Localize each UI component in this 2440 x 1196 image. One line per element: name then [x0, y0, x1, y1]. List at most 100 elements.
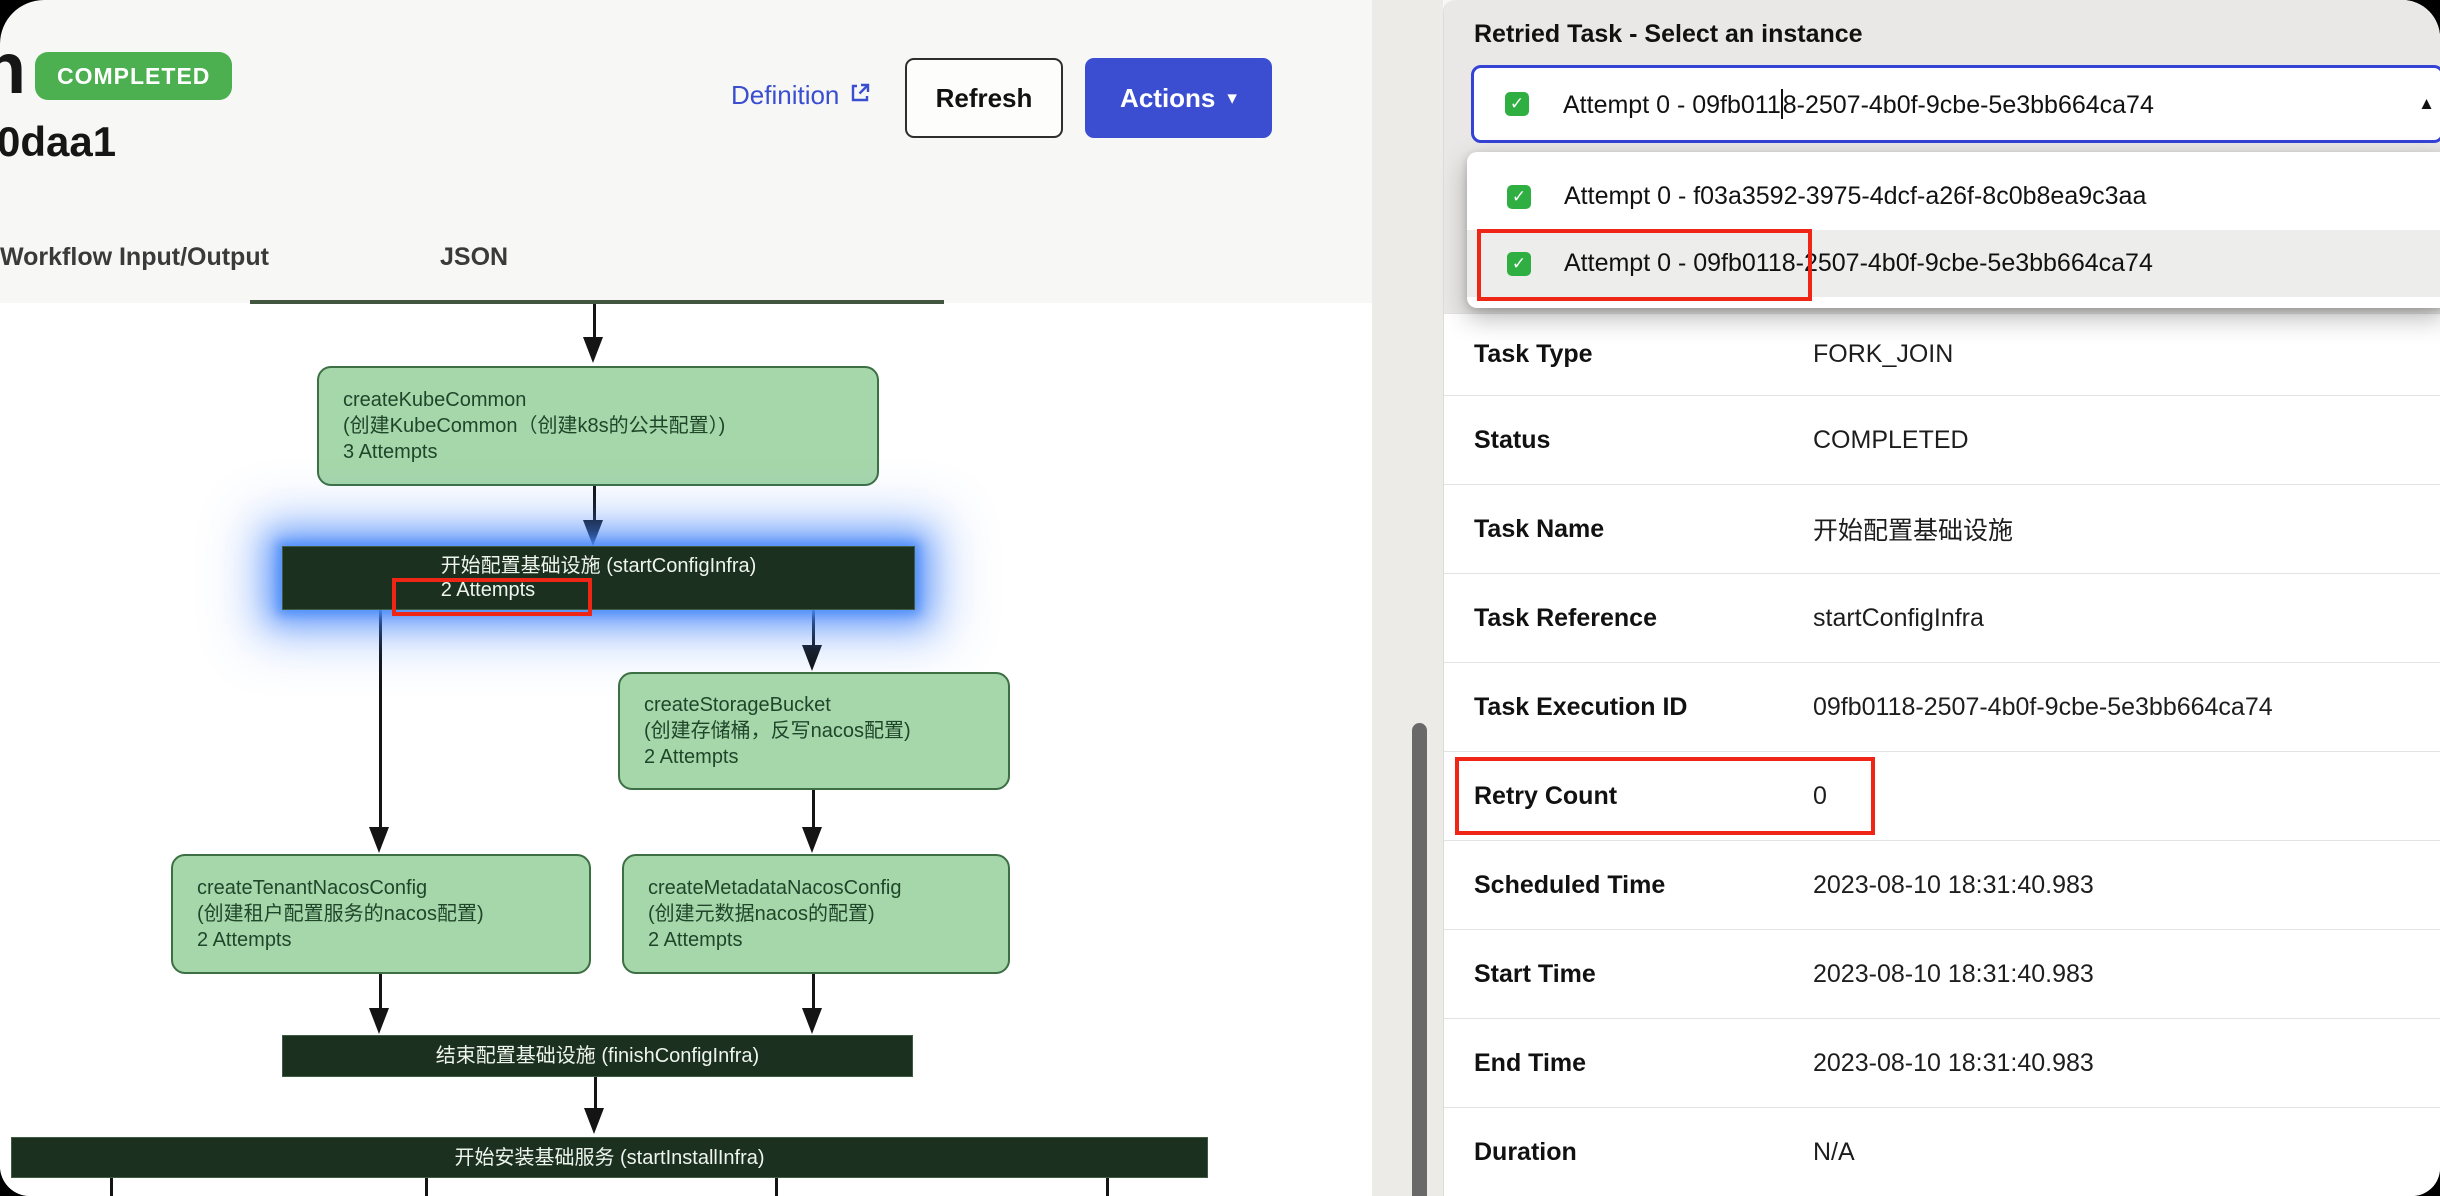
row-label: Duration — [1474, 1137, 1577, 1166]
instance-option-label: Attempt 0 - 09fb0118-2507-4b0f-9cbe-5e3b… — [1564, 249, 2153, 277]
edge-arrowhead — [369, 1008, 389, 1034]
task-detail-table: Task Type FORK_JOIN Status COMPLETED Tas… — [1444, 313, 2440, 1196]
row-value: 开始配置基础设施 — [1813, 517, 2014, 545]
instance-option-label: Attempt 0 - f03a3592-3975-4dcf-a26f-8c0b… — [1564, 182, 2147, 210]
table-row-scheduled-time: Scheduled Time 2023-08-10 18:31:40.983 — [1444, 841, 2440, 930]
row-value: N/A — [1813, 1137, 1855, 1166]
task-node-attempts: 2 Attempts — [644, 746, 739, 768]
task-node-attempts: 2 Attempts — [440, 579, 536, 601]
row-label: End Time — [1474, 1048, 1587, 1077]
task-node-createStorageBucket[interactable]: createStorageBucket (创建存储桶，反写nacos配置) 2 … — [618, 672, 1010, 790]
task-node-desc: (创建元数据nacos的配置) — [648, 903, 875, 925]
task-node-desc: (创建KubeCommon（创建k8s的公共配置）) — [343, 415, 726, 437]
annotation-retry-count-highlight — [1455, 757, 1875, 835]
annotation-attempts-highlight — [392, 578, 592, 616]
instance-option-1[interactable]: ✓ Attempt 0 - f03a3592-3975-4dcf-a26f-8c… — [1467, 163, 2440, 230]
edge-line — [425, 1177, 428, 1196]
edge-arrowhead — [369, 827, 389, 853]
task-node-title: 开始配置基础设施 (startConfigInfra) — [440, 555, 757, 577]
refresh-button[interactable]: Refresh — [905, 58, 1063, 138]
instance-select-value: Attempt 0 - 09fb0118-2507-4b0f-9cbe-5e3b… — [1563, 88, 2154, 119]
table-row-task-name: Task Name 开始配置基础设施 — [1444, 485, 2440, 574]
row-label: Task Execution ID — [1474, 692, 1688, 721]
edge-line — [593, 486, 596, 521]
task-node-attempts: 2 Attempts — [197, 929, 292, 951]
row-label: Task Name — [1474, 514, 1605, 543]
refresh-button-label: Refresh — [935, 82, 1033, 113]
checkmark-icon: ✓ — [1507, 184, 1531, 209]
edge-line — [1106, 1177, 1109, 1196]
task-node-attempts: 3 Attempts — [343, 441, 438, 463]
table-row-retry-count: Retry Count 0 — [1444, 752, 2440, 841]
task-node-createMetadataNacosConfig[interactable]: createMetadataNacosConfig (创建元数据nacos的配置… — [622, 854, 1010, 974]
table-row-start-time: Start Time 2023-08-10 18:31:40.983 — [1444, 930, 2440, 1019]
row-value: 2023-08-10 18:31:40.983 — [1813, 870, 2094, 899]
actions-button-label: Actions — [1120, 82, 1216, 113]
edge-arrowhead — [584, 1108, 604, 1134]
edge-arrowhead — [802, 1008, 822, 1034]
row-value: 2023-08-10 18:31:40.983 — [1813, 959, 2094, 988]
row-label: Task Type — [1474, 340, 1593, 368]
tab-workflow-input-output[interactable]: Workflow Input/Output — [0, 243, 269, 271]
definition-link-label: Definition — [731, 80, 840, 110]
row-value: COMPLETED — [1813, 425, 1969, 454]
tab-json[interactable]: JSON — [440, 243, 509, 271]
instance-select[interactable]: ✓ Attempt 0 - 09fb0118-2507-4b0f-9cbe-5e… — [1471, 65, 2440, 143]
instance-option-2[interactable]: ✓ Attempt 0 - 09fb0118-2507-4b0f-9cbe-5e… — [1467, 230, 2440, 297]
vertical-scrollbar[interactable] — [1412, 723, 1427, 1196]
task-node-title: 开始安装基础服务 (startInstallInfra) — [454, 1146, 765, 1169]
edge-line — [379, 610, 382, 828]
retried-task-heading: Retried Task - Select an instance — [1474, 20, 1863, 48]
row-label: Retry Count — [1474, 781, 1618, 810]
checkmark-icon: ✓ — [1505, 92, 1529, 116]
edge-arrowhead — [583, 337, 603, 363]
workflow-title-fragment: n — [0, 29, 26, 109]
chevron-up-icon: ▲ — [2418, 94, 2435, 113]
actions-button[interactable]: Actions ▾ — [1085, 58, 1272, 138]
table-row-status: Status COMPLETED — [1444, 396, 2440, 485]
task-detail-panel: Retried Task - Select an instance ✓ Atte… — [1443, 0, 2440, 1196]
task-node-startConfigInfra-selected[interactable]: 开始配置基础设施 (startConfigInfra) 2 Attempts — [282, 546, 915, 610]
edge-line — [594, 1076, 597, 1109]
annotation-option-highlight — [1477, 229, 1812, 301]
edge-line — [812, 610, 815, 646]
edge-line — [812, 974, 815, 1009]
edge-line — [812, 790, 815, 828]
task-node-title: 结束配置基础设施 (finishConfigInfra) — [435, 1045, 760, 1067]
checkmark-icon: ✓ — [1507, 251, 1531, 276]
row-label: Scheduled Time — [1474, 870, 1666, 899]
task-node-startInstallInfra[interactable]: 开始安装基础服务 (startInstallInfra) — [11, 1137, 1208, 1178]
row-value: 0 — [1813, 781, 1827, 810]
row-value: 09fb0118-2507-4b0f-9cbe-5e3bb664ca74 — [1813, 692, 2273, 721]
edge-arrowhead — [802, 645, 822, 671]
row-label: Status — [1474, 425, 1551, 454]
task-node-createKubeCommon[interactable]: createKubeCommon (创建KubeCommon（创建k8s的公共配… — [317, 366, 879, 486]
external-link-icon — [849, 80, 871, 111]
definition-link[interactable]: Definition — [731, 80, 871, 111]
row-label: Start Time — [1474, 959, 1596, 988]
row-value: 2023-08-10 18:31:40.983 — [1813, 1048, 2094, 1077]
panel-gutter — [1372, 0, 1443, 1196]
table-row-task-type: Task Type FORK_JOIN — [1444, 314, 2440, 396]
edge-line — [110, 1177, 113, 1196]
edge-line — [593, 304, 596, 338]
table-row-end-time: End Time 2023-08-10 18:31:40.983 — [1444, 1019, 2440, 1108]
task-node-desc: (创建租户配置服务的nacos配置) — [197, 903, 484, 925]
task-node-desc: (创建存储桶，反写nacos配置) — [644, 720, 911, 742]
table-row-task-execution-id: Task Execution ID 09fb0118-2507-4b0f-9cb… — [1444, 663, 2440, 752]
table-row-duration: Duration N/A — [1444, 1108, 2440, 1196]
task-node-finishConfigInfra[interactable]: 结束配置基础设施 (finishConfigInfra) — [282, 1035, 913, 1077]
row-label: Task Reference — [1474, 603, 1657, 632]
status-badge: COMPLETED — [35, 52, 233, 100]
clipped-node-edge — [250, 300, 944, 304]
task-node-createTenantNacosConfig[interactable]: createTenantNacosConfig (创建租户配置服务的nacos配… — [171, 854, 591, 974]
task-node-name: createTenantNacosConfig — [197, 877, 428, 899]
task-node-attempts: 2 Attempts — [648, 929, 743, 951]
edge-arrowhead — [583, 520, 603, 546]
row-value: startConfigInfra — [1813, 603, 1984, 632]
table-row-task-reference: Task Reference startConfigInfra — [1444, 574, 2440, 663]
edge-line — [775, 1177, 778, 1196]
task-node-name: createMetadataNacosConfig — [648, 877, 902, 899]
edge-arrowhead — [802, 827, 822, 853]
